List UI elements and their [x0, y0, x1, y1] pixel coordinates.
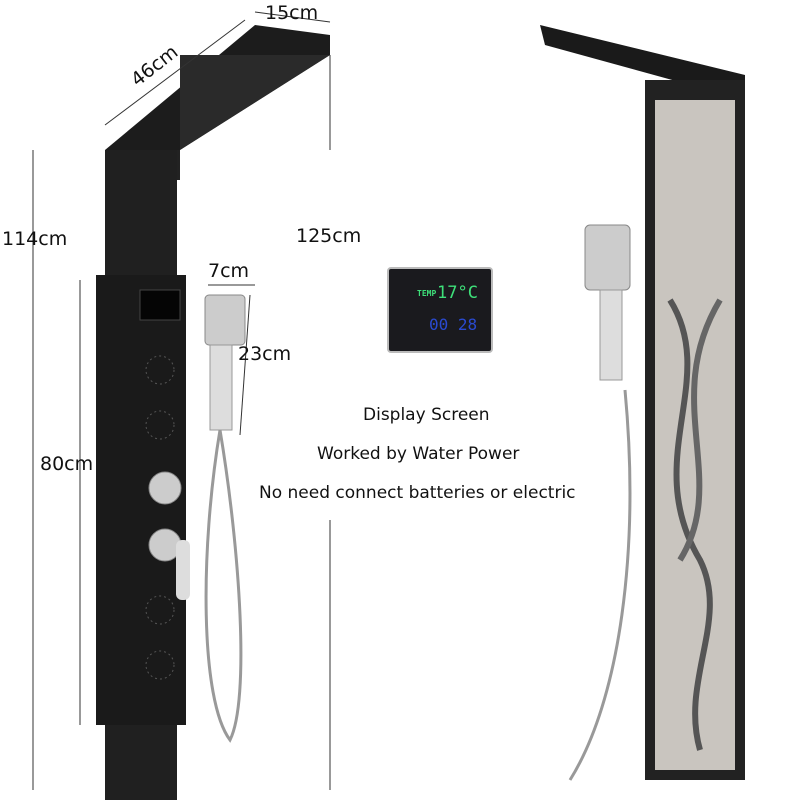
dimension-lines	[32, 11, 331, 790]
display-time: 00 28	[429, 315, 478, 334]
head-width-label: 15cm	[265, 2, 319, 24]
display-screen: TEMP 17°C 00 28	[387, 267, 493, 353]
shower-panel-back	[540, 25, 745, 781]
shower-panel-front	[96, 25, 330, 800]
total-height-label: 125cm	[296, 225, 362, 247]
display-temp-label: TEMP	[417, 289, 437, 298]
display-temperature: 17°C	[437, 283, 478, 303]
panel-height-label: 114cm	[2, 228, 68, 250]
caption-water-power: Worked by Water Power	[317, 444, 520, 464]
caption-no-batteries: No need connect batteries or electric	[259, 483, 576, 503]
caption-display-screen: Display Screen	[363, 405, 490, 425]
handshower-length-label: 23cm	[238, 343, 292, 365]
handshower-width-label: 7cm	[208, 260, 250, 282]
body-height-label: 80cm	[40, 453, 94, 475]
